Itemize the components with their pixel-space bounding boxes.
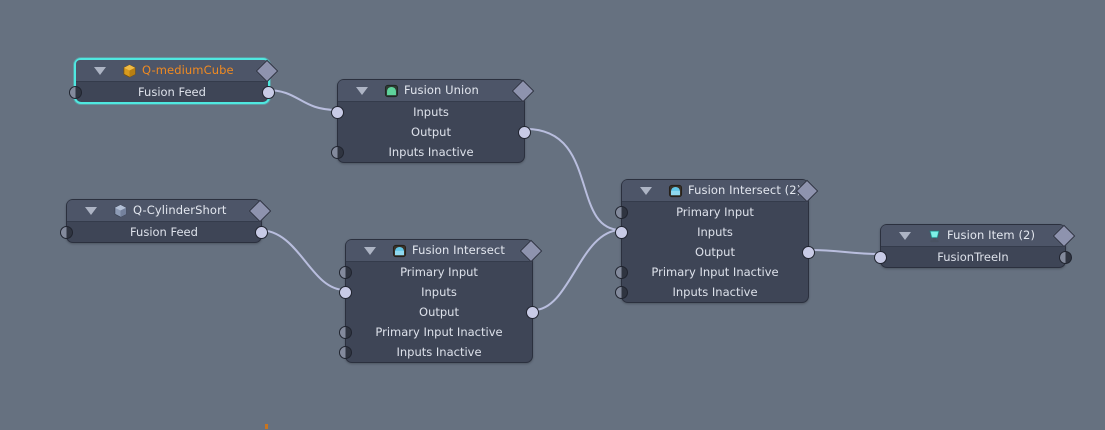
node-body-q-mediumcube: Fusion Feed <box>69 82 275 102</box>
port-label: Inputs <box>421 285 457 299</box>
node-options-diamond-icon[interactable] <box>511 79 535 103</box>
output-socket[interactable] <box>262 85 275 99</box>
chevron-down-icon[interactable] <box>356 86 368 95</box>
port-row: FusionTreeIn <box>874 247 1072 267</box>
fusion-tree-icon <box>929 229 940 242</box>
node-header-q-mediumcube[interactable]: Q-mediumCube <box>76 59 279 83</box>
port-row: Inputs <box>331 102 524 122</box>
port-row: Fusion Feed <box>60 222 268 242</box>
input-socket[interactable] <box>615 285 628 299</box>
port-row: Inputs Inactive <box>331 142 524 162</box>
port-label: Output <box>695 245 735 259</box>
output-socket[interactable] <box>802 245 815 259</box>
output-socket[interactable] <box>526 305 539 319</box>
chevron-down-icon[interactable] <box>94 66 106 75</box>
union-green-icon <box>384 84 399 97</box>
port-label: Primary Input Inactive <box>651 265 779 279</box>
port-row: Primary Input <box>615 202 808 222</box>
port-label: Inputs Inactive <box>396 345 482 359</box>
input-socket[interactable] <box>331 145 344 159</box>
port-label: Primary Input <box>400 265 478 279</box>
port-label: Inputs <box>413 105 449 119</box>
port-label: Inputs Inactive <box>388 145 474 159</box>
node-header-fusion-intersect-2[interactable]: Fusion Intersect (2) <box>622 179 819 203</box>
node-title: Q-mediumCube <box>142 63 234 77</box>
node-fusion-item-2[interactable]: Fusion Item (2) FusionTreeIn <box>874 224 1076 268</box>
node-header-fusion-intersect[interactable]: Fusion Intersect <box>346 239 543 263</box>
port-row: Inputs Inactive <box>339 342 532 362</box>
chevron-down-icon[interactable] <box>364 246 376 255</box>
output-socket[interactable] <box>1059 250 1072 264</box>
port-row: Output <box>338 122 531 142</box>
port-label: Inputs Inactive <box>672 285 758 299</box>
input-socket[interactable] <box>615 265 628 279</box>
node-options-diamond-icon[interactable] <box>1052 224 1076 248</box>
node-options-diamond-icon[interactable] <box>519 239 543 263</box>
port-row: Primary Input Inactive <box>615 262 808 282</box>
input-socket[interactable] <box>615 205 628 219</box>
port-label: Primary Input Inactive <box>375 325 503 339</box>
input-socket[interactable] <box>69 85 82 99</box>
input-socket[interactable] <box>331 105 344 119</box>
chevron-down-icon[interactable] <box>899 231 911 240</box>
connection-wire[interactable] <box>809 249 881 255</box>
node-title: Q-CylinderShort <box>133 203 227 217</box>
port-row: Primary Input Inactive <box>339 322 532 342</box>
output-socket[interactable] <box>518 125 531 139</box>
node-header-q-cylindershort[interactable]: Q-CylinderShort <box>67 199 272 223</box>
connection-wire[interactable] <box>525 128 622 231</box>
output-socket[interactable] <box>255 225 268 239</box>
input-socket[interactable] <box>339 325 352 339</box>
port-row: Inputs Inactive <box>615 282 808 302</box>
chevron-down-icon[interactable] <box>85 206 97 215</box>
chevron-down-icon[interactable] <box>640 186 652 195</box>
node-body-q-cylindershort: Fusion Feed <box>60 222 268 242</box>
intersect-blue-icon <box>668 184 683 197</box>
port-row: Fusion Feed <box>69 82 275 102</box>
port-label: Fusion Feed <box>130 225 198 239</box>
port-row: Inputs <box>615 222 808 242</box>
input-socket[interactable] <box>874 250 887 264</box>
connection-wire[interactable] <box>533 229 622 311</box>
node-options-diamond-icon[interactable] <box>248 199 272 223</box>
port-label: Output <box>411 125 451 139</box>
port-row: Inputs <box>339 282 532 302</box>
cube-blue-icon <box>114 204 127 217</box>
node-options-diamond-icon[interactable] <box>255 59 279 83</box>
node-title: Fusion Intersect (2) <box>688 183 802 197</box>
node-header-fusion-item-2[interactable]: Fusion Item (2) <box>881 224 1076 248</box>
port-label: Fusion Feed <box>138 85 206 99</box>
port-label: Inputs <box>697 225 733 239</box>
input-socket[interactable] <box>615 225 628 239</box>
artifact-mark <box>265 424 268 429</box>
node-title: Fusion Union <box>404 83 479 97</box>
intersect-blue-icon <box>392 244 407 257</box>
node-title: Fusion Intersect <box>412 243 505 257</box>
node-body-fusion-item-2: FusionTreeIn <box>874 247 1072 267</box>
port-row: Output <box>346 302 539 322</box>
input-socket[interactable] <box>339 345 352 359</box>
node-header-fusion-union[interactable]: Fusion Union <box>338 79 535 103</box>
input-socket[interactable] <box>339 285 352 299</box>
port-label: Primary Input <box>676 205 754 219</box>
port-row: Output <box>622 242 815 262</box>
port-label: FusionTreeIn <box>937 250 1009 264</box>
port-row: Primary Input <box>339 262 532 282</box>
connection-wire[interactable] <box>265 89 338 111</box>
port-label: Output <box>419 305 459 319</box>
connection-wire[interactable] <box>258 229 346 291</box>
cube-gold-icon <box>123 64 136 77</box>
input-socket[interactable] <box>60 225 73 239</box>
input-socket[interactable] <box>339 265 352 279</box>
node-title: Fusion Item (2) <box>947 228 1036 242</box>
